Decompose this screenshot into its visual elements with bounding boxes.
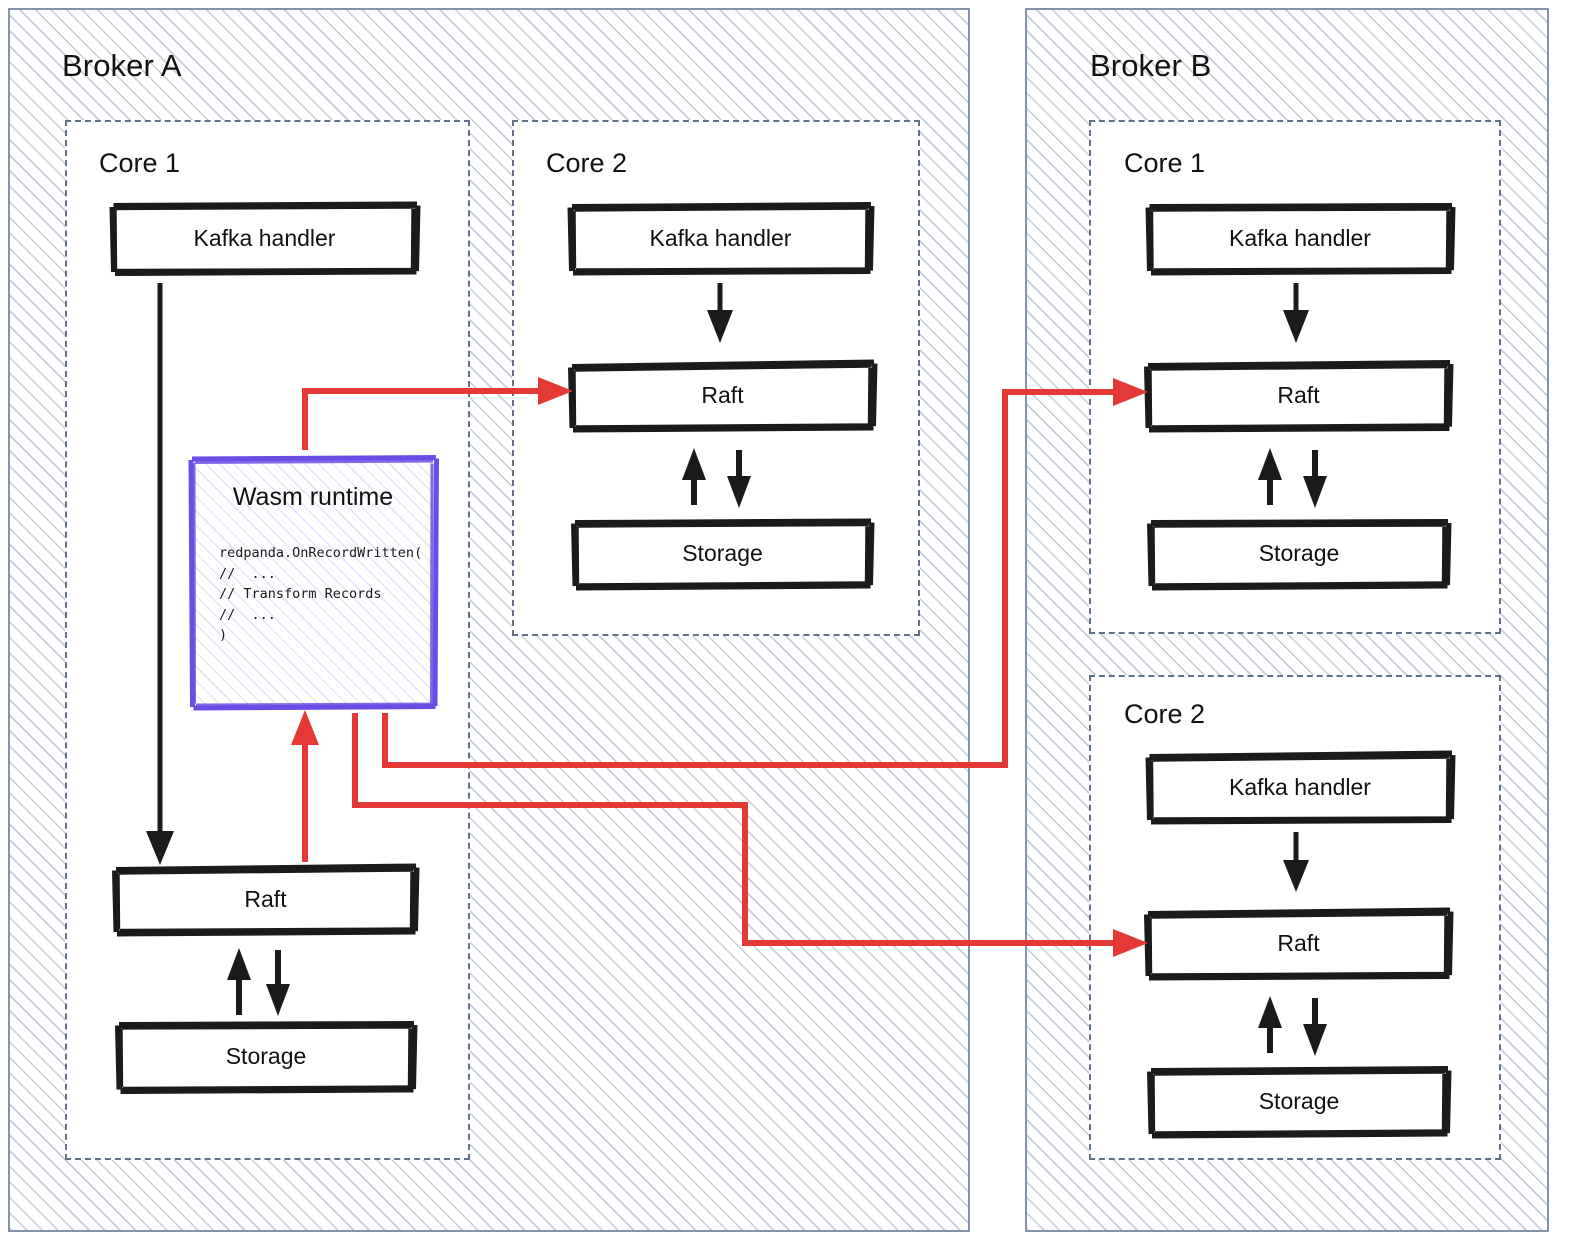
broker-a-core-1-kafka-handler[interactable]: Kafka handler	[109, 201, 421, 276]
broker-a-core-1-title: Core 1	[99, 148, 181, 178]
sketch-border	[1147, 1066, 1452, 1139]
broker-b-core-2-storage[interactable]: Storage	[1147, 1066, 1452, 1139]
node-label: Raft	[244, 885, 287, 912]
broker-b-core-2-kafka-handler[interactable]: Kafka handler	[1145, 750, 1456, 825]
node-label: Storage	[682, 539, 763, 566]
broker-b-core-2-title: Core 2	[1124, 699, 1206, 729]
broker-a-core-2-raft[interactable]: Raft	[568, 359, 878, 433]
broker-b-core-1-title: Core 1	[1124, 148, 1206, 178]
node-label: Storage	[1258, 539, 1340, 566]
broker-b-core-1-kafka-handler[interactable]: Kafka handler	[1145, 203, 1456, 276]
broker-b-core-2-raft[interactable]: Raft	[1144, 907, 1454, 981]
sketch-border	[1144, 907, 1454, 981]
node-label: Raft	[701, 381, 744, 408]
broker-a-title: Broker A	[62, 48, 182, 83]
wasm-runtime-code: redpanda.OnRecordWritten( // ... // Tran…	[219, 545, 423, 644]
sketch-border	[1145, 750, 1456, 825]
broker-a-core-1-raft[interactable]: Raft	[112, 863, 420, 937]
sketch-border	[1147, 519, 1452, 591]
broker-a-core-2-kafka-handler[interactable]: Kafka handler	[567, 202, 875, 276]
node-label: Kafka handler	[649, 224, 792, 251]
node-label: Kafka handler	[1229, 224, 1371, 251]
sketch-border	[115, 1021, 418, 1094]
node-label: Storage	[225, 1042, 307, 1069]
sketch-border	[567, 202, 875, 276]
node-label: Raft	[1277, 381, 1320, 408]
sketch-border	[1144, 360, 1454, 433]
broker-a-core-1-storage[interactable]: Storage	[115, 1021, 418, 1094]
broker-a-core-2-storage[interactable]: Storage	[571, 518, 875, 591]
broker-b-title: Broker B	[1090, 48, 1212, 83]
broker-b-core-1-storage[interactable]: Storage	[1147, 519, 1452, 591]
wasm-runtime-box[interactable]: Wasm runtime redpanda.OnRecordWritten( /…	[188, 455, 439, 711]
node-label: Storage	[1258, 1087, 1340, 1114]
sketch-border	[109, 201, 421, 276]
broker-a-core-2-title: Core 2	[546, 148, 628, 178]
broker-b-core-1-raft[interactable]: Raft	[1144, 360, 1454, 433]
sketch-border	[1145, 203, 1456, 276]
node-label: Raft	[1277, 929, 1320, 956]
node-label: Kafka handler	[1229, 773, 1371, 800]
wasm-runtime-title: Wasm runtime	[232, 483, 394, 511]
node-label: Kafka handler	[193, 224, 336, 251]
